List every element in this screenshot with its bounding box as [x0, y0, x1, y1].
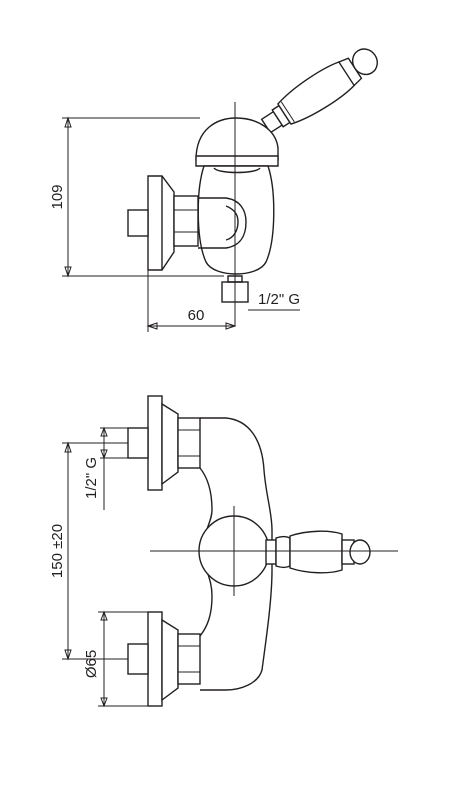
depth-label: 60: [188, 307, 205, 324]
cartridge-dome: [195, 117, 279, 161]
upper-union-nut: [177, 417, 201, 469]
side-handle: [260, 48, 378, 134]
upper-inlet-stub: [127, 427, 149, 459]
front-mixer-body: [200, 417, 273, 691]
side-thread-label: 1/2" G: [258, 291, 300, 308]
mixer-body: [197, 165, 275, 275]
lower-wall-flange: [147, 611, 163, 707]
upper-wall-flange: [147, 395, 163, 491]
spacing-dimension: [62, 441, 128, 661]
side-view: 109 60 1/2" G: [49, 48, 378, 332]
front-handle: [265, 530, 371, 574]
lower-union-nut: [177, 633, 201, 685]
side-depth-dimension: [146, 270, 237, 332]
flange-diameter-dimension: [98, 610, 148, 708]
front-view: 1/2" G 150 ±20 Ø65: [49, 395, 398, 708]
height-label: 109: [49, 184, 66, 209]
spacing-label: 150 ±20: [49, 524, 66, 578]
inlet-thread-dimension: [100, 426, 128, 510]
side-height-dimension: [62, 116, 224, 278]
inlet-thread-label: 1/2" G: [83, 457, 100, 499]
side-wall-flange: [147, 175, 175, 271]
flange-diameter-label: Ø65: [83, 650, 100, 678]
lower-inlet-stub: [127, 643, 149, 675]
side-union-nut: [173, 195, 199, 247]
